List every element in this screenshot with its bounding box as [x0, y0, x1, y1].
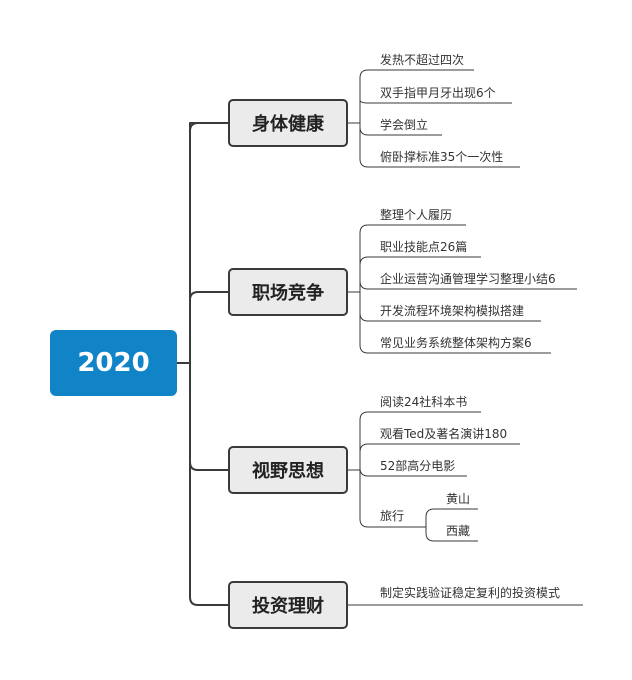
leaf-item[interactable]: 常见业务系统整体架构方案6 [380, 336, 532, 350]
branch-vision[interactable]: 视野思想 [228, 446, 348, 494]
travel-connector [418, 508, 478, 528]
leaf-item[interactable]: 观看Ted及著名演讲180 [380, 427, 508, 441]
leaf-connector-2 [348, 224, 466, 293]
branch-label: 身体健康 [252, 114, 324, 135]
leaf-item[interactable]: 开发流程环境架构模拟搭建 [380, 304, 525, 318]
leaf-item[interactable]: 俯卧撑标准35个一次性 [380, 150, 504, 164]
branch-health[interactable]: 身体健康 [228, 99, 348, 147]
leaf-connector-3 [348, 411, 481, 471]
leaf-item[interactable]: 制定实践验证稳定复利的投资模式 [380, 586, 561, 600]
leaf-item[interactable]: 学会倒立 [380, 118, 429, 132]
sub-leaf-item[interactable]: 黄山 [446, 492, 471, 506]
leaf-connector-1 [348, 69, 474, 124]
root-node[interactable]: 2020 [50, 330, 177, 396]
root-label: 2020 [77, 348, 150, 378]
trunk-connector [189, 122, 199, 606]
branch-label: 投资理财 [252, 596, 324, 617]
leaf-item[interactable]: 企业运营沟通管理学习整理小结6 [380, 272, 556, 286]
branch-label: 职场竞争 [252, 283, 324, 304]
leaf-item[interactable]: 发热不超过四次 [380, 53, 465, 67]
leaf-item[interactable]: 职业技能点26篇 [380, 240, 468, 254]
branch-connector-3 [189, 461, 230, 471]
leaf-item-travel[interactable]: 旅行 [380, 509, 405, 523]
leaf-item[interactable]: 双手指甲月牙出现6个 [380, 86, 496, 100]
branch-career[interactable]: 职场竞争 [228, 268, 348, 316]
branch-connector-2 [189, 291, 230, 301]
leaf-item[interactable]: 整理个人履历 [380, 208, 453, 222]
leaf-item[interactable]: 52部高分电影 [380, 459, 456, 473]
branch-finance[interactable]: 投资理财 [228, 581, 348, 629]
branch-connector-1 [189, 122, 199, 132]
sub-leaf-item[interactable]: 西藏 [446, 524, 471, 538]
leaf-item[interactable]: 阅读24社科本书 [380, 395, 468, 409]
branch-label: 视野思想 [252, 461, 324, 482]
